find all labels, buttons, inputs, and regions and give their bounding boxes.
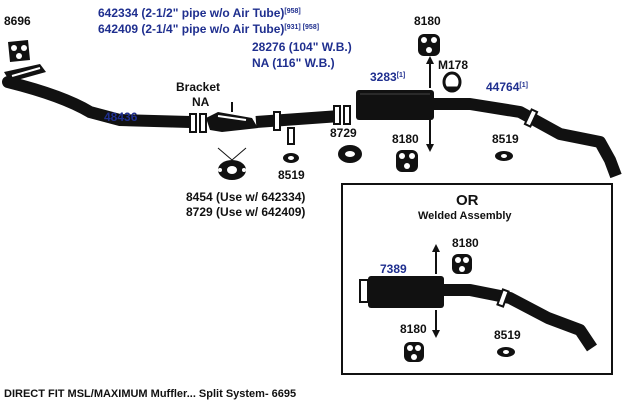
label-44764: 44764[1]	[486, 80, 528, 94]
gasket-icon-8696	[8, 40, 30, 62]
or-title: OR	[456, 192, 479, 209]
clamp-icon-right	[333, 105, 341, 125]
label-m178: M178	[438, 58, 469, 72]
label-or-8180-top: 8180	[452, 236, 479, 250]
label-8696: 8696	[4, 14, 31, 28]
clamp-icon-left	[189, 113, 197, 133]
label-or-8519: 8519	[494, 328, 521, 342]
clamp-icon-m178	[442, 71, 462, 93]
label-8454: 8454 (Use w/ 642334)	[186, 190, 306, 204]
hanger-bar	[523, 108, 539, 128]
label-8729-right: 8729	[330, 126, 357, 140]
label-642409: 642409 (2-1/4" pipe w/o Air Tube)[931] […	[98, 22, 320, 36]
hanger-icon-or-8180-top	[452, 254, 472, 274]
hanger-icon-8180-mid	[396, 150, 418, 172]
label-8519-mid: 8519	[278, 168, 305, 182]
label-7389: 7389	[380, 262, 407, 276]
clamp-icon-right2	[343, 105, 351, 125]
label-3283: 3283[1]	[370, 70, 406, 84]
label-8519-right: 8519	[492, 132, 519, 146]
hanger-icon-8519-right	[495, 151, 513, 161]
label-48436: 48436	[104, 110, 138, 124]
hanger-icon-or-8180-bottom	[404, 342, 424, 362]
catalytic-converter	[206, 102, 258, 132]
label-642334: 642334 (2-1/2" pipe w/o Air Tube)[958]	[98, 6, 301, 20]
label-or-8180-bottom: 8180	[400, 322, 427, 336]
gasket-icon-8729	[338, 145, 362, 163]
clamp-icon-left2	[199, 113, 207, 133]
muffler	[356, 90, 434, 120]
front-pipe	[2, 64, 196, 128]
caption: DIRECT FIT MSL/MAXIMUM Muffler... Split …	[4, 388, 297, 400]
welded-assembly	[359, 244, 597, 352]
label-bracket: Bracket	[176, 80, 221, 94]
label-na-116: NA (116" W.B.)	[252, 56, 335, 70]
hanger-icon-8519-left	[283, 127, 299, 163]
hanger-icon-or-8519	[497, 347, 515, 357]
or-subtitle: Welded Assembly	[418, 210, 512, 222]
label-bracket-na: NA	[192, 95, 210, 109]
gasket-icon-8454	[218, 160, 246, 180]
label-8180-top: 8180	[414, 14, 441, 28]
label-8180-mid: 8180	[392, 132, 419, 146]
hanger-icon-8180-top	[418, 34, 440, 56]
clamp-icon-mid	[273, 111, 281, 131]
label-8729-use: 8729 (Use w/ 642409)	[186, 205, 306, 219]
label-28276: 28276 (104" W.B.)	[252, 40, 352, 54]
